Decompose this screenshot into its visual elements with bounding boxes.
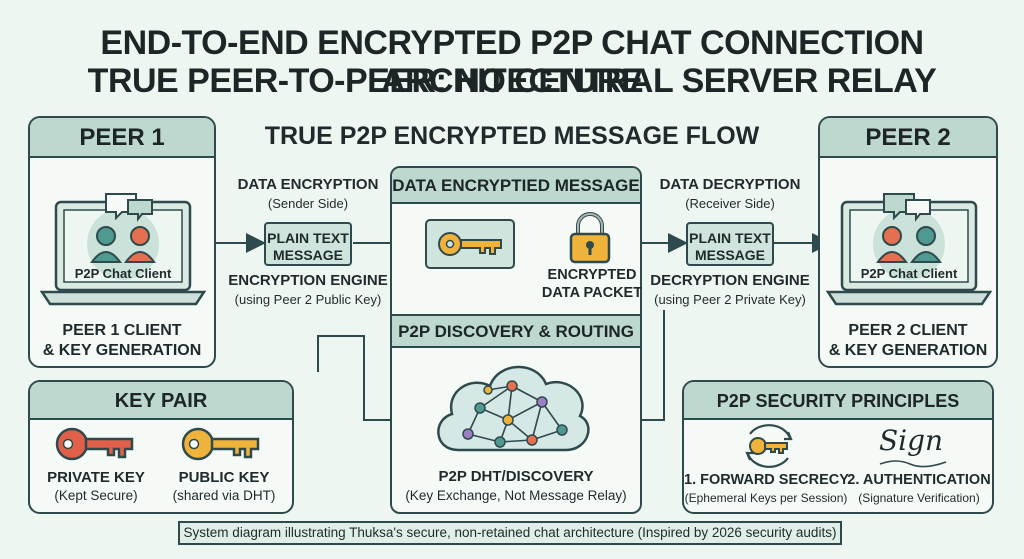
decryption-subtitle: (Receiver Side) — [685, 196, 775, 211]
peer2-caption-line2: & KEY GENERATION — [828, 342, 988, 359]
peer2-caption-line1: PEER 2 CLIENT — [848, 322, 968, 339]
plaintext-sender-line2: MESSAGE — [272, 247, 343, 263]
decryption-engine-label: DECRYPTION ENGINE — [650, 272, 810, 289]
public-key-label: PUBLIC KEY — [178, 469, 270, 486]
private-key-icon — [55, 427, 134, 461]
peer2-screen-label: P2P Chat Client — [860, 266, 958, 281]
encrypted-message-header: DATA ENCRYPTIED MESSAGE — [392, 168, 640, 204]
decryption-title: DATA DECRYPTION — [659, 176, 801, 193]
encryption-subtitle: (Sender Side) — [267, 196, 349, 211]
plaintext-receiver-line1: PLAIN TEXT — [689, 230, 771, 246]
public-key-note: (shared via DHT) — [172, 488, 276, 503]
forward-secrecy-note: (Ephemeral Keys per Session) — [684, 491, 848, 505]
footer-caption: System diagram illustrating Thuksa's sec… — [178, 521, 842, 545]
security-principles-panel: P2P SECURITY PRINCIPLES — [682, 380, 994, 514]
dht-note: (Key Exchange, Not Message Relay) — [405, 488, 627, 503]
public-key-icon — [181, 427, 260, 461]
peer1-caption-line2: & KEY GENERATION — [42, 342, 202, 359]
encryption-key-icon — [425, 219, 515, 269]
peer2-laptop-icon — [825, 193, 993, 306]
forward-secrecy-label: 1. FORWARD SECRECY — [684, 472, 849, 488]
private-key-note: (Kept Secure) — [54, 488, 138, 503]
forward-secrecy-key-cycle-icon — [745, 424, 793, 468]
main-subtitle: TRUE PEER-TO-PEER: NO CENTRAL SERVER REL… — [87, 62, 937, 100]
key-pair-header: KEY PAIR — [30, 382, 292, 420]
encryption-engine-note: (using Peer 2 Public Key) — [234, 292, 382, 307]
peer2-header: PEER 2 — [820, 118, 996, 158]
discovery-header: P2P DISCOVERY & ROUTING — [392, 314, 640, 348]
main-title: END-TO-END ENCRYPTED P2P CHAT CONNECTION… — [100, 24, 924, 100]
packet-label-line1: ENCRYPTED — [547, 267, 637, 283]
padlock-icon — [569, 212, 611, 264]
signature-underline-icon — [879, 460, 947, 468]
peer1-screen-label: P2P Chat Client — [74, 266, 172, 281]
authentication-label: 2. AUTHENTICATION — [847, 472, 991, 488]
signature-sign-text: Sign — [878, 424, 944, 457]
plaintext-receiver-line2: MESSAGE — [694, 247, 765, 263]
packet-label-line2: DATA PACKET — [541, 285, 643, 301]
private-key-label: PRIVATE KEY — [47, 469, 145, 486]
plaintext-sender-line1: PLAIN TEXT — [267, 230, 349, 246]
peer1-header: PEER 1 — [30, 118, 214, 158]
encryption-engine-label: ENCRYPTION ENGINE — [228, 272, 388, 289]
dht-label: P2P DHT/DISCOVERY — [438, 468, 594, 485]
dht-network-cloud-icon — [437, 365, 590, 452]
security-principles-header: P2P SECURITY PRINCIPLES — [684, 382, 992, 420]
plaintext-message-sender: PLAIN TEXT MESSAGE — [264, 222, 352, 266]
decryption-engine-note: (using Peer 2 Private Key) — [654, 292, 806, 307]
encryption-title: DATA ENCRYPTION — [237, 176, 379, 193]
flow-title: TRUE P2P ENCRYPTED MESSAGE FLOW — [264, 122, 760, 150]
peer1-caption-line1: PEER 1 CLIENT — [62, 322, 182, 339]
authentication-note: (Signature Verification) — [858, 491, 980, 505]
peer1-laptop-icon — [39, 193, 207, 306]
plaintext-message-receiver: PLAIN TEXT MESSAGE — [686, 222, 774, 266]
